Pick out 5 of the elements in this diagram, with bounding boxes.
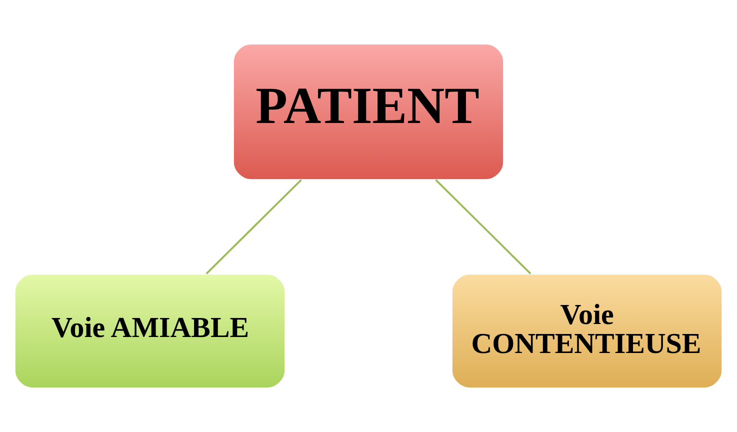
node-box: PATIENT bbox=[232, 43, 505, 181]
node-box: Voie CONTENTIEUSE bbox=[450, 273, 724, 389]
connector bbox=[206, 179, 302, 274]
node-box: Voie AMIABLE bbox=[14, 273, 286, 389]
connector bbox=[435, 179, 532, 274]
